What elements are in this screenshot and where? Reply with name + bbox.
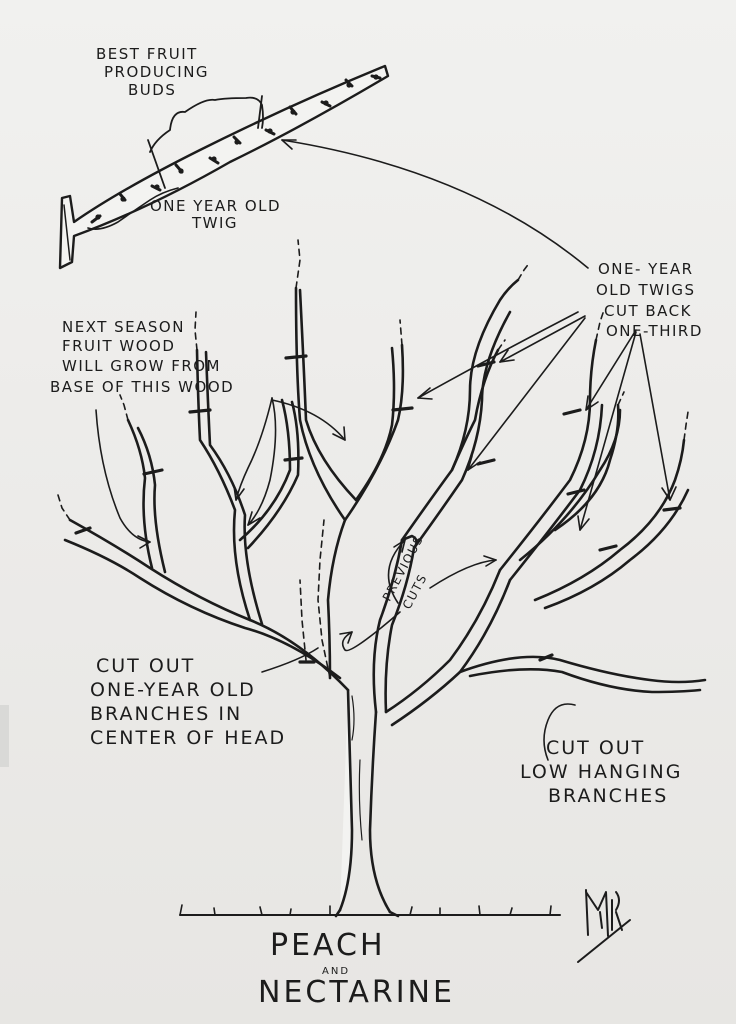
cut-center-label-line3: BRANCHES IN — [90, 703, 242, 726]
best-fruit-label-line1: BEST FRUIT — [96, 45, 198, 64]
best-fruit-label-line2: PRODUCING — [104, 63, 209, 82]
cut-low-label-line1: CUT OUT — [546, 737, 645, 760]
one-year-twig-label-line2: TWIG — [192, 214, 238, 233]
cut-back-label-line2: OLD TWIGS — [596, 281, 696, 300]
next-season-label-line3: WILL GROW FROM — [62, 357, 221, 376]
title-line3: NECTARINE — [258, 975, 455, 1010]
ground-line — [180, 905, 560, 915]
cut-back-label-line3: CUT BACK — [604, 302, 692, 321]
artist-signature — [578, 890, 630, 962]
best-fruit-label-line3: BUDS — [128, 81, 176, 100]
cut-center-label-line1: CUT OUT — [96, 655, 195, 678]
next-season-label-line4: BASE OF THIS WOOD — [50, 378, 234, 397]
one-year-twig-drawing — [60, 66, 388, 268]
cut-low-label-line2: LOW HANGING — [520, 761, 682, 784]
next-season-label-line2: FRUIT WOOD — [62, 337, 175, 356]
cut-center-label-line4: CENTER OF HEAD — [90, 727, 286, 750]
cut-back-label-line1: ONE- YEAR — [598, 260, 694, 279]
cut-low-label-line3: BRANCHES — [548, 785, 668, 808]
next-season-label-line1: NEXT SEASON — [62, 318, 185, 337]
cut-center-label-line2: ONE-YEAR OLD — [90, 679, 256, 702]
title-line1: PEACH — [270, 928, 386, 963]
cut-back-label-line4: ONE-THIRD — [606, 322, 703, 341]
